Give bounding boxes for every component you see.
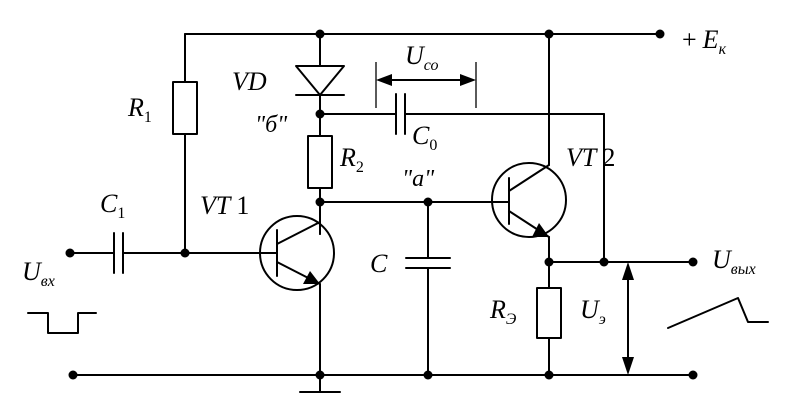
- re-label: RЭ: [489, 295, 517, 328]
- uco-label: Uсо: [405, 41, 438, 74]
- resistor-r1: [172, 81, 198, 254]
- input-pulse-waveform: [27, 312, 97, 334]
- output-sawtooth-waveform: [667, 297, 769, 329]
- input-capacitor-c1: [65, 232, 186, 274]
- node-b-label: "б": [255, 112, 288, 138]
- output-wire: [544, 257, 698, 267]
- diode-vd: [295, 65, 345, 137]
- vd-label: VD: [232, 67, 267, 96]
- u-in-label: Uвх: [22, 257, 55, 290]
- c0-label: C0: [412, 121, 437, 154]
- c1-label: C1: [100, 189, 125, 222]
- capacitor-c: [405, 201, 451, 376]
- transistor-vt1: [184, 215, 335, 376]
- node-a-wire: [315, 197, 497, 207]
- ue-label: Uэ: [580, 295, 606, 328]
- transistor-vt2: [491, 162, 567, 289]
- r2-label: R2: [339, 143, 364, 176]
- c-label: C: [370, 249, 388, 278]
- node-a-label: "а": [402, 166, 435, 192]
- u-out-label: Uвых: [712, 245, 756, 278]
- capacitor-c0: [319, 93, 605, 263]
- r1-label: R1: [127, 93, 152, 126]
- ue-arrow: [622, 262, 634, 375]
- supply-rail: [184, 29, 665, 166]
- resistor-re: [536, 287, 562, 376]
- ground-symbol: [299, 374, 341, 393]
- supply-label: +Eк: [682, 25, 727, 58]
- uco-arrow: [375, 62, 477, 108]
- ground-rail: [68, 370, 698, 380]
